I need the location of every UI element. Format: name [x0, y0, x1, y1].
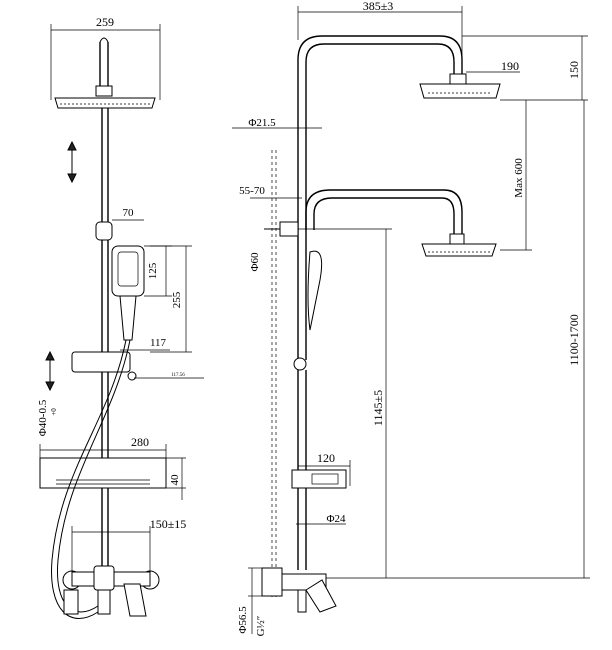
svg-text:70: 70	[123, 207, 135, 219]
svg-text:40: 40	[169, 474, 181, 486]
dim-handshower-width: 70	[112, 207, 144, 221]
svg-text:385±3: 385±3	[363, 0, 394, 13]
wall-line	[271, 150, 277, 600]
side-shelf	[291, 469, 347, 489]
svg-text:Φ24: Φ24	[326, 513, 346, 525]
lower-riser	[101, 488, 109, 568]
svg-text:190: 190	[501, 59, 519, 73]
dim-shelf-height: 40	[166, 457, 186, 500]
arm-top	[99, 37, 109, 43]
slider-holder	[71, 351, 137, 381]
side-mixer-valve	[261, 567, 337, 613]
dim-bracket-height: 1145±5	[371, 229, 387, 578]
dim-max-adjust: Max 600	[500, 100, 532, 251]
wall-bracket	[95, 221, 113, 241]
soap-shelf	[39, 457, 167, 489]
thread-label: G½″	[255, 616, 267, 637]
dim-handshower-face: 125	[144, 245, 172, 297]
dim-handshower-length: 255	[150, 245, 192, 353]
svg-text:280: 280	[131, 435, 149, 449]
dim-projection: 385±3	[297, 0, 463, 70]
dim-total-height: 1100-1700	[308, 100, 590, 579]
dim-head-drop: 150	[462, 35, 588, 101]
side-view: 385±3 150 190 Φ21.5	[232, 0, 590, 636]
upper-head	[419, 73, 501, 99]
upper-arm	[99, 42, 109, 88]
front-view: 259 70	[37, 15, 204, 619]
svg-text:117: 117	[150, 337, 167, 349]
slider-range-tol: +0	[50, 408, 58, 416]
mixer-valve	[62, 565, 160, 617]
head-width-label: 259	[96, 15, 114, 29]
side-bracket	[264, 221, 392, 237]
dim-lower-pipe-dia: Φ24	[296, 513, 346, 525]
slide-arrow-icon	[45, 350, 55, 392]
svg-text:Φ56.5: Φ56.5	[237, 606, 249, 634]
side-hand-shower	[307, 250, 323, 331]
svg-text:255: 255	[171, 291, 183, 308]
lower-head	[421, 233, 497, 257]
svg-text:150: 150	[567, 61, 581, 79]
dim-pipe-dia: Φ21.5	[232, 117, 322, 129]
svg-text:55-70: 55-70	[239, 185, 265, 197]
svg-text:120: 120	[317, 451, 335, 465]
svg-text:125: 125	[147, 262, 159, 279]
dim-shelf-width: 280	[39, 435, 167, 460]
dim-head-width: 259	[50, 15, 161, 100]
bracket-dia-label: Φ60	[249, 252, 261, 272]
rain-shower-head	[54, 85, 156, 109]
dim-holder-depth: 117	[120, 337, 170, 351]
svg-text:1100-1700: 1100-1700	[567, 314, 581, 366]
svg-text:Φ21.5: Φ21.5	[248, 117, 276, 129]
dim-valve-centers: 150±15	[71, 517, 187, 574]
dim-head-dia: 190	[466, 59, 520, 73]
svg-text:Max 600: Max 600	[513, 158, 525, 198]
upper-shower-arm	[297, 35, 463, 360]
main-riser	[101, 108, 109, 460]
adjust-arrow-icon	[67, 140, 77, 184]
slider-range-label: Φ40-0.5	[37, 399, 49, 436]
hand-shower	[111, 245, 145, 341]
svg-text:150±15: 150±15	[150, 517, 187, 531]
svg-text:1145±5: 1145±5	[371, 390, 385, 426]
slider-knob	[293, 357, 307, 371]
dim-shelf-depth: 120	[298, 451, 351, 486]
dim-holder-small: 117.56	[134, 373, 204, 379]
dim-wall-gap: 55-70	[239, 185, 302, 199]
svg-text:117.56: 117.56	[171, 373, 185, 378]
dim-valve-dia: Φ56.5	[237, 567, 264, 634]
lower-shower-arm	[305, 189, 463, 234]
shower-hose	[51, 339, 127, 619]
